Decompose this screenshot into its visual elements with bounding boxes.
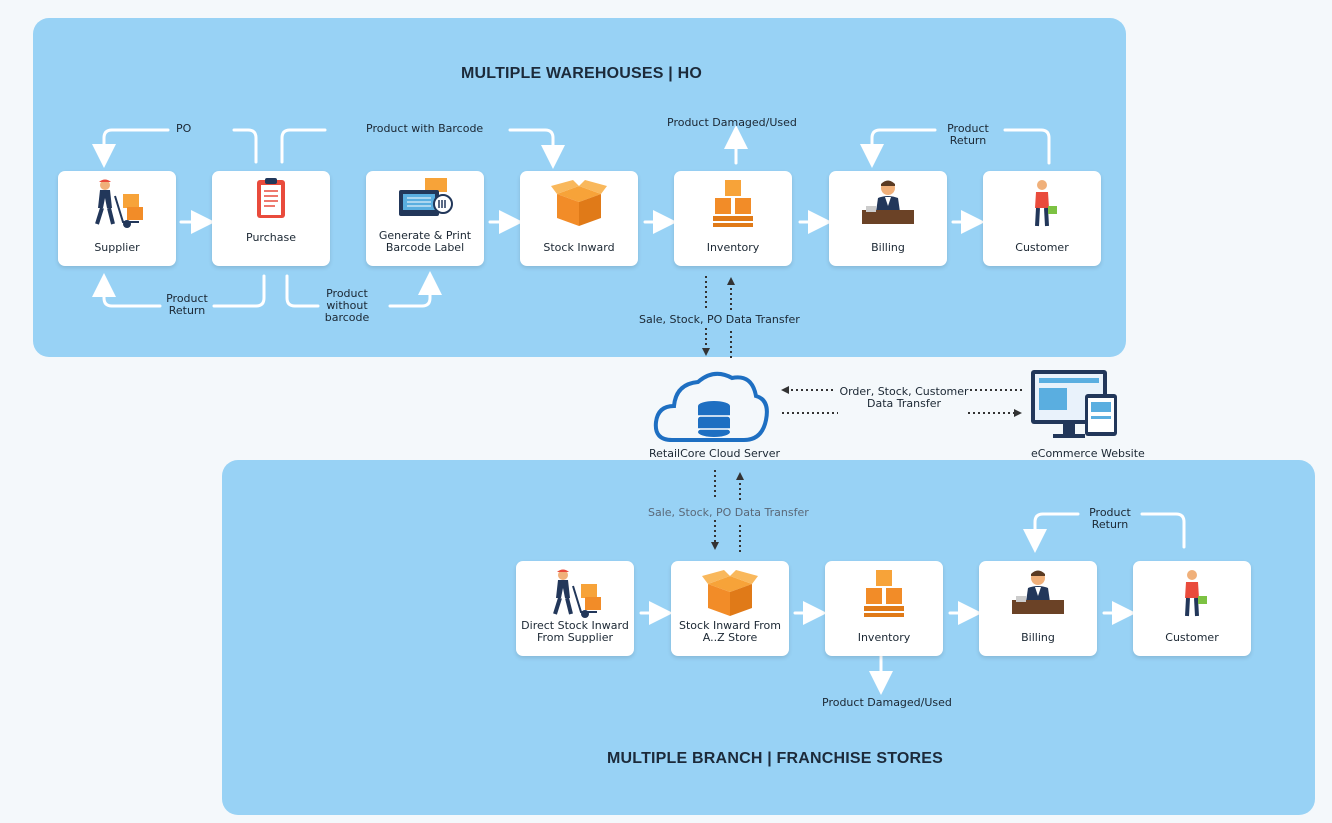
note-po: PO (176, 122, 192, 135)
card-label: Billing (871, 241, 905, 254)
note-product-damaged-ho: Product Damaged/Used (667, 116, 797, 129)
ecommerce-website-icon (1031, 370, 1117, 438)
card-label: Stock Inward (543, 241, 615, 254)
cashier-icon (862, 180, 914, 224)
customer-icon (1035, 180, 1057, 227)
card-label: Stock Inward From A..Z Store (679, 619, 781, 644)
card-label: Inventory (706, 241, 760, 254)
card-label: Direct Stock Inward From Supplier (521, 619, 629, 644)
barcode-printer-icon (399, 178, 453, 216)
card-purchase[interactable]: Purchase (212, 171, 330, 266)
ecommerce-label: eCommerce Website (1031, 447, 1145, 460)
stacked-boxes-icon (713, 180, 753, 227)
cloud-server-icon (653, 371, 769, 442)
note-product-return-branch: Product Return (1089, 506, 1131, 531)
clipboard-icon (257, 178, 285, 218)
cloud-server-label: RetailCore Cloud Server (649, 447, 781, 460)
open-box-icon (551, 180, 607, 226)
card-barcode[interactable]: Generate & Print Barcode Label (366, 171, 484, 266)
note-product-damaged-branch: Product Damaged/Used (822, 696, 952, 709)
note-data-transfer-branch: Sale, Stock, PO Data Transfer (648, 506, 809, 519)
card-stock-inward[interactable]: Stock Inward (520, 171, 638, 266)
card-stock-inward-store[interactable]: Stock Inward From A..Z Store (671, 561, 789, 656)
card-inventory-branch[interactable]: Inventory (825, 561, 943, 656)
card-label: Customer (1165, 631, 1219, 644)
note-product-return-top: Product Return (947, 122, 989, 147)
card-billing[interactable]: Billing (829, 171, 947, 266)
cashier-icon (1012, 570, 1064, 614)
card-direct-stock-inward[interactable]: Direct Stock Inward From Supplier (516, 561, 634, 656)
note-ecommerce-transfer: Order, Stock, Customer Data Transfer (839, 385, 969, 410)
card-label: Supplier (94, 241, 140, 254)
card-label: Inventory (857, 631, 911, 644)
note-product-return-bottom: Product Return (166, 292, 208, 317)
delivery-person-icon (95, 179, 143, 228)
note-product-with-barcode: Product with Barcode (366, 122, 484, 135)
card-customer-branch[interactable]: Customer (1133, 561, 1251, 656)
card-billing-branch[interactable]: Billing (979, 561, 1097, 656)
card-label: Generate & Print Barcode Label (378, 229, 472, 254)
note-product-without-barcode: Product without barcode (324, 287, 370, 324)
card-supplier[interactable]: Supplier (58, 171, 176, 266)
card-label: Billing (1021, 631, 1055, 644)
customer-icon (1185, 570, 1207, 617)
branch-title: MULTIPLE BRANCH | FRANCHISE STORES (607, 750, 944, 767)
delivery-person-icon (553, 569, 601, 618)
card-customer[interactable]: Customer (983, 171, 1101, 266)
ho-title: MULTIPLE WAREHOUSES | HO (461, 65, 702, 82)
card-inventory[interactable]: Inventory (674, 171, 792, 266)
card-label: Purchase (246, 231, 296, 244)
stacked-boxes-icon (864, 570, 904, 617)
note-data-transfer-ho: Sale, Stock, PO Data Transfer (639, 313, 800, 326)
card-label: Customer (1015, 241, 1069, 254)
open-box-icon (702, 570, 758, 616)
